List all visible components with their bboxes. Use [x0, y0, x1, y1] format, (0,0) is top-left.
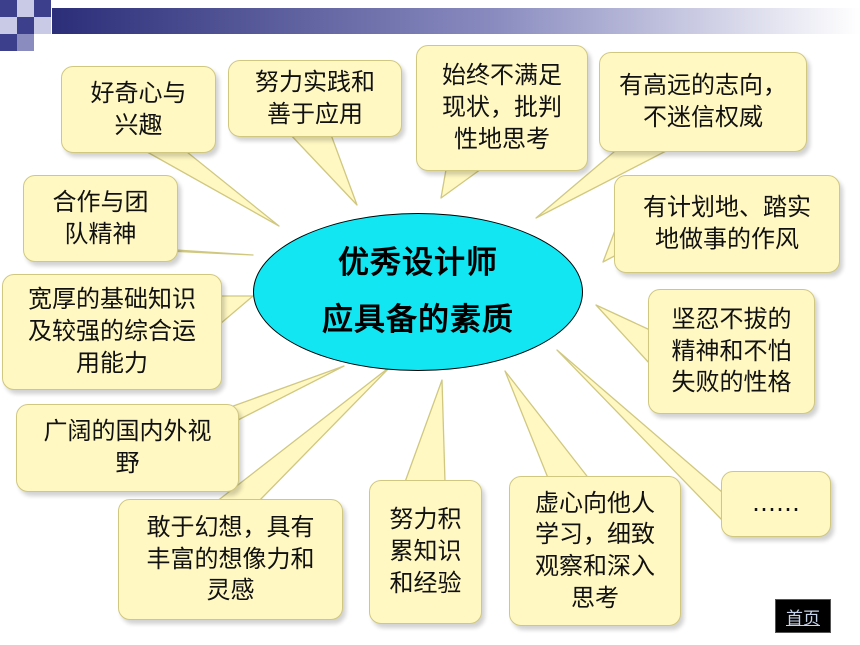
quality-bubble: ……	[721, 471, 831, 537]
quality-text: 有计划地、踏实 地做事的作风	[643, 193, 811, 253]
quality-text: 敢于幻想，具有 丰富的想像力和 灵感	[146, 512, 315, 605]
deco-square	[0, 0, 17, 17]
quality-text: 虚心向他人 学习，细致 观察和深入 思考	[535, 488, 655, 612]
deco-gradient-bar	[52, 8, 860, 34]
quality-text: ……	[752, 489, 800, 518]
quality-bubble: 合作与团 队精神	[23, 175, 178, 262]
central-topic-line1: 优秀设计师	[338, 245, 498, 281]
deco-square	[17, 0, 34, 17]
quality-text: 坚忍不拔的 精神和不怕 失败的性格	[671, 304, 792, 397]
deco-square	[34, 0, 51, 17]
quality-bubble: 始终不满足 现状，批判 性地思考	[416, 45, 588, 171]
callout-tail	[404, 379, 446, 483]
quality-text: 合作与团 队精神	[52, 187, 149, 248]
deco-square	[17, 34, 34, 51]
callout-tail	[287, 131, 358, 206]
header-decoration	[0, 0, 860, 51]
home-button[interactable]: 首页	[775, 599, 831, 633]
quality-text: 始终不满足 现状，批判 性地思考	[442, 61, 562, 153]
quality-bubble: 宽厚的基础知识 及较强的综合运 用能力	[2, 274, 222, 390]
quality-text: 好奇心与 兴趣	[90, 78, 187, 139]
deco-square	[17, 17, 34, 34]
quality-text: 努力实践和 善于应用	[255, 67, 375, 128]
quality-bubble: 努力实践和 善于应用	[228, 60, 402, 137]
quality-bubble: 坚忍不拔的 精神和不怕 失败的性格	[648, 289, 815, 414]
quality-text: 努力积 累知识 和经验	[389, 505, 462, 597]
quality-bubble: 好奇心与 兴趣	[61, 66, 216, 153]
quality-bubble: 虚心向他人 学习，细致 观察和深入 思考	[509, 476, 681, 626]
quality-text: 宽厚的基础知识 及较强的综合运 用能力	[28, 285, 196, 377]
quality-bubble: 有高远的志向， 不迷信权威	[599, 52, 807, 152]
callout-tail	[595, 304, 651, 365]
deco-square	[0, 34, 17, 51]
quality-text: 广阔的国内外视 野	[43, 417, 212, 477]
deco-square	[0, 17, 17, 34]
quality-bubble: 广阔的国内外视 野	[16, 404, 239, 492]
quality-bubble: 敢于幻想，具有 丰富的想像力和 灵感	[118, 499, 343, 620]
deco-square	[34, 17, 51, 34]
quality-bubble: 努力积 累知识 和经验	[369, 480, 482, 624]
quality-text: 有高远的志向， 不迷信权威	[619, 71, 787, 131]
quality-bubble: 有计划地、踏实 地做事的作风	[614, 175, 840, 273]
callout-tail	[504, 370, 591, 481]
central-topic: 优秀设计师 应具备的素质	[253, 213, 583, 371]
callout-tail	[219, 295, 254, 325]
central-topic-line2: 应具备的素质	[322, 302, 514, 338]
